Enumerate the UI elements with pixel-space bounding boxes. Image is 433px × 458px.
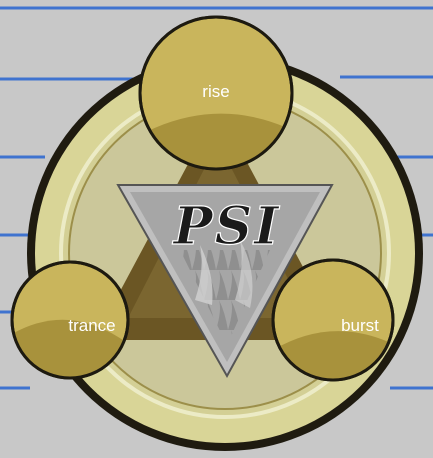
psi-logo: PSI xyxy=(172,196,281,257)
